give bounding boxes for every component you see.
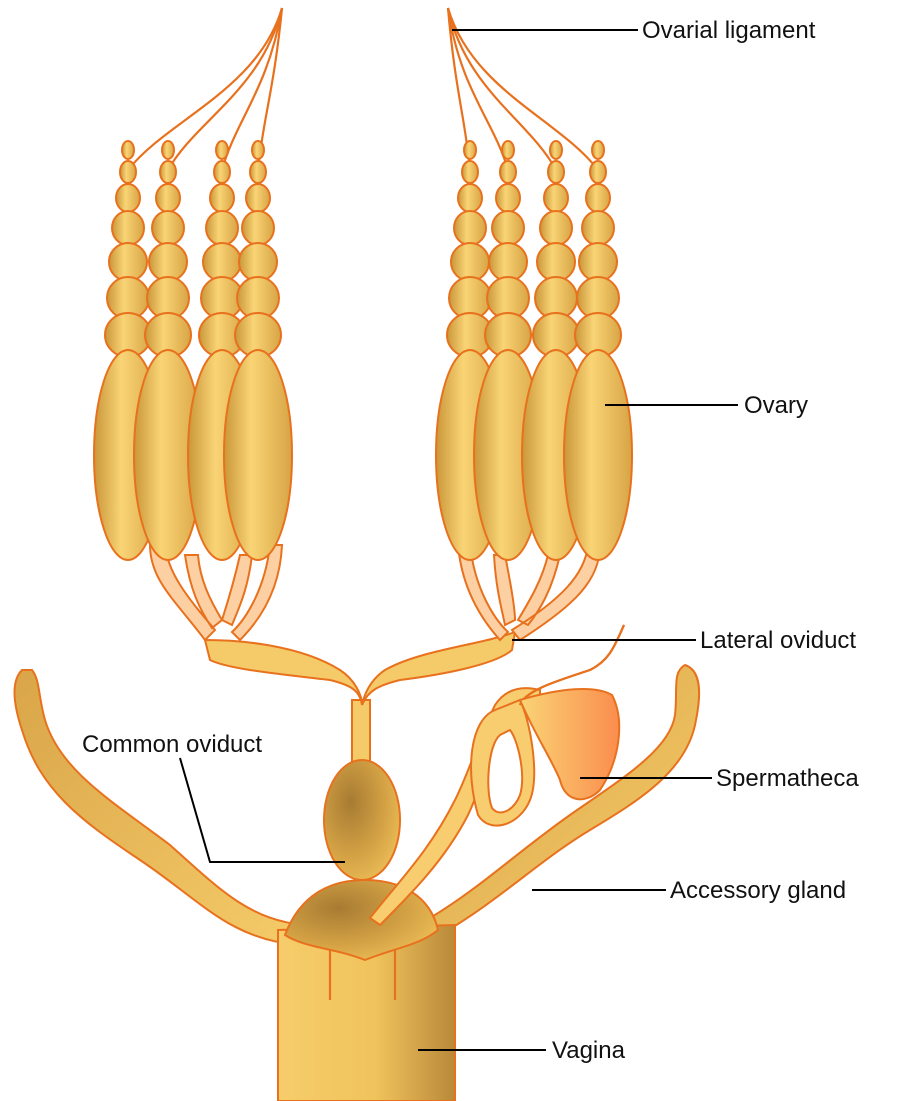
egg-chamber [162,141,174,159]
egg-chamber [109,243,147,281]
egg-chamber [156,184,180,212]
egg-chamber [116,184,140,212]
common-oviduct [324,700,400,880]
egg-chamber [120,161,136,183]
egg-chamber [458,184,482,212]
egg-chamber [250,161,266,183]
ovary-left [94,8,292,560]
egg-chamber [252,141,264,159]
label-spermatheca: Spermatheca [716,765,859,792]
egg-chamber [590,161,606,183]
egg-chamber [550,141,562,159]
spermatheca-sac [520,689,619,799]
egg-chamber [586,184,610,212]
egg-chamber [239,243,277,281]
egg-chamber [462,161,478,183]
egg-chamber [242,211,274,245]
leader-common-oviduct [180,758,345,862]
egg-chamber [540,211,572,245]
egg-chamber [579,243,617,281]
egg-chamber [214,161,230,183]
vagina [278,880,455,1101]
accessory-gland-left [15,670,305,945]
egg-chamber [122,141,134,159]
egg-chamber [496,184,520,212]
egg-chamber [451,243,489,281]
label-ovarial-ligament: Ovarial ligament [642,17,816,44]
egg-chamber [582,211,614,245]
lateral-oviduct [150,545,600,705]
label-common-oviduct: Common oviduct [82,731,262,758]
egg-chamber [489,243,527,281]
egg-chamber [149,243,187,281]
mature-egg [564,350,632,560]
egg-chamber [160,161,176,183]
egg-chamber [592,141,604,159]
egg-chamber [537,243,575,281]
label-lateral-oviduct: Lateral oviduct [700,627,856,654]
egg-chamber [210,184,234,212]
egg-chamber [112,211,144,245]
mature-egg [224,350,292,560]
label-vagina: Vagina [552,1037,626,1064]
egg-chamber [206,211,238,245]
egg-chamber [544,184,568,212]
egg-chamber [454,211,486,245]
ovary-right [436,8,632,560]
egg-chamber [502,141,514,159]
egg-chamber [548,161,564,183]
egg-chamber [152,211,184,245]
label-accessory-gland: Accessory gland [670,877,846,904]
label-ovary: Ovary [744,392,808,419]
egg-chamber [203,243,241,281]
egg-chamber [492,211,524,245]
egg-chamber [216,141,228,159]
egg-chamber [464,141,476,159]
egg-chamber [500,161,516,183]
egg-chamber [246,184,270,212]
